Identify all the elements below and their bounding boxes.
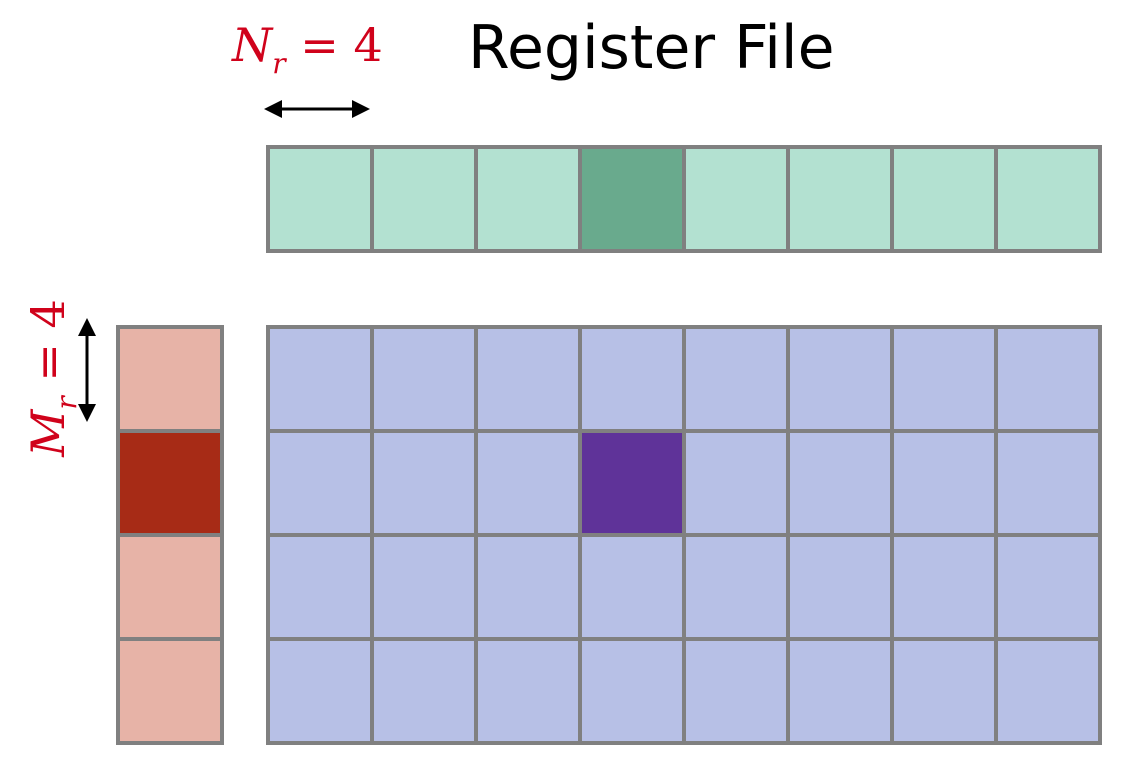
c-cell — [994, 533, 1102, 641]
a-cell-highlight — [116, 429, 224, 537]
c-cell — [266, 533, 374, 641]
c-cell-highlight — [578, 429, 686, 537]
c-cell — [578, 533, 686, 641]
c-cell — [578, 325, 686, 433]
c-cell — [890, 325, 998, 433]
c-accumulator-matrix — [266, 325, 1102, 745]
b-cell — [994, 145, 1102, 253]
c-cell — [474, 429, 582, 537]
b-cell — [786, 145, 894, 253]
b-cell-highlight — [578, 145, 686, 253]
a-cell — [116, 325, 224, 433]
c-cell — [370, 325, 478, 433]
nr-arrow-right-head — [352, 100, 370, 118]
diagram-title: Register File — [468, 13, 835, 83]
nr-equals: = — [285, 18, 354, 72]
c-cell — [266, 637, 374, 745]
b-cell — [890, 145, 998, 253]
c-cell — [682, 533, 790, 641]
c-cell — [994, 429, 1102, 537]
mr-equals: = — [21, 328, 75, 397]
mr-value: 4 — [21, 299, 75, 329]
c-cell — [474, 533, 582, 641]
c-cell — [786, 533, 894, 641]
dimension-arrows — [78, 100, 370, 422]
mr-arrow-bottom-head — [78, 404, 96, 422]
b-cell — [266, 145, 374, 253]
c-cell — [890, 637, 998, 745]
a-cell — [116, 637, 224, 745]
a-cell — [116, 533, 224, 641]
nr-arrow-left-head — [264, 100, 282, 118]
c-cell — [890, 533, 998, 641]
a-register-column — [116, 325, 224, 745]
c-cell — [370, 533, 478, 641]
c-cell — [994, 325, 1102, 433]
b-register-row — [266, 145, 1102, 253]
b-cell — [370, 145, 478, 253]
mr-label: Mr = 4 — [21, 299, 83, 457]
c-cell — [266, 429, 374, 537]
c-cell — [786, 325, 894, 433]
c-cell — [370, 429, 478, 537]
nr-value: 4 — [353, 18, 383, 72]
c-cell — [994, 637, 1102, 745]
mr-subscript: r — [50, 396, 83, 410]
nr-label: Nr = 4 — [232, 22, 383, 78]
c-cell — [578, 637, 686, 745]
b-cell — [682, 145, 790, 253]
c-cell — [682, 637, 790, 745]
c-cell — [682, 429, 790, 537]
nr-subscript: r — [272, 47, 286, 80]
c-cell — [370, 637, 478, 745]
b-cell — [474, 145, 582, 253]
c-cell — [890, 429, 998, 537]
nr-symbol: N — [232, 18, 273, 72]
c-cell — [474, 325, 582, 433]
c-cell — [786, 429, 894, 537]
c-cell — [682, 325, 790, 433]
c-cell — [474, 637, 582, 745]
mr-symbol: M — [21, 409, 75, 457]
c-cell — [266, 325, 374, 433]
c-cell — [786, 637, 894, 745]
mr-arrow-top-head — [78, 318, 96, 336]
